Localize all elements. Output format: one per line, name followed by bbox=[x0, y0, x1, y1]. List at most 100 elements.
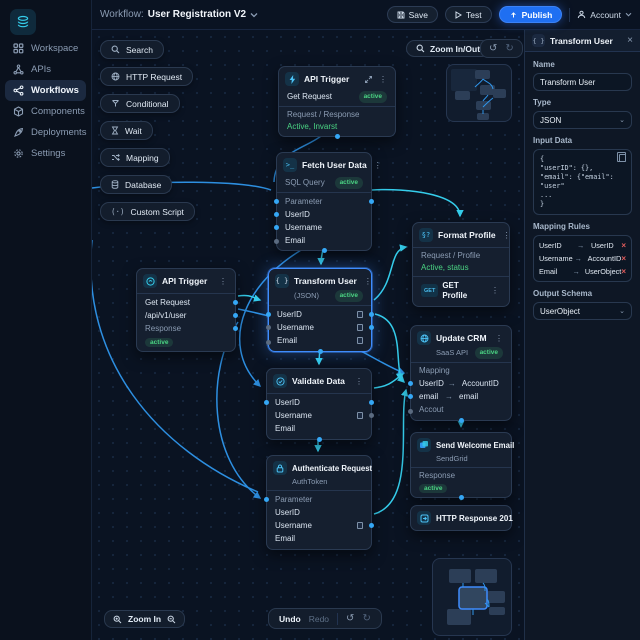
node-format-profile[interactable]: §? Format Profile ⋮ Request / Profile Ac… bbox=[412, 222, 511, 307]
type-select[interactable]: JSON ⌄ bbox=[533, 111, 632, 129]
globe-icon bbox=[111, 72, 120, 81]
output-port[interactable] bbox=[233, 300, 238, 305]
redo-button[interactable]: Redo bbox=[308, 613, 330, 624]
account-menu[interactable]: Account bbox=[577, 10, 632, 20]
output-port[interactable] bbox=[233, 326, 238, 331]
input-port[interactable] bbox=[266, 325, 271, 330]
workflow-canvas[interactable]: Search HTTP Request Conditional Wait Map… bbox=[92, 30, 524, 640]
mapping-rule-row: Email → UserObject × bbox=[539, 265, 626, 278]
history-controls-bottom: Undo Redo ↺ ↻ bbox=[268, 608, 382, 629]
node-menu-icon[interactable]: ⋮ bbox=[373, 160, 382, 170]
test-label: Test bbox=[465, 9, 482, 20]
delete-rule-icon[interactable]: × bbox=[621, 267, 626, 276]
app-logo[interactable] bbox=[10, 9, 36, 35]
palette-custom-script[interactable]: (·) Custom Script bbox=[100, 202, 195, 221]
input-data-editor[interactable]: { "userID": {}, "email": {"email": "user… bbox=[533, 149, 632, 215]
input-port[interactable] bbox=[266, 339, 271, 345]
input-port[interactable] bbox=[274, 239, 279, 245]
publish-button[interactable]: Publish bbox=[498, 6, 563, 23]
row-label: Parameter bbox=[275, 494, 313, 504]
output-port[interactable] bbox=[458, 417, 464, 423]
name-label: Name bbox=[533, 60, 555, 69]
output-port[interactable] bbox=[369, 325, 374, 330]
redo-icon[interactable]: ↻ bbox=[505, 43, 514, 54]
output-port[interactable] bbox=[316, 436, 322, 442]
sidebar-item-deployments[interactable]: Deployments bbox=[5, 122, 86, 143]
workflow-title[interactable]: Workflow: User Registration V2 bbox=[100, 9, 258, 20]
zoom-in-out-button[interactable]: Zoom In/Out bbox=[406, 40, 491, 57]
undo-icon[interactable]: ↺ bbox=[346, 613, 355, 624]
components-icon bbox=[13, 106, 24, 117]
sidebar-item-components[interactable]: Components bbox=[5, 101, 86, 122]
input-port[interactable] bbox=[264, 497, 269, 502]
node-validate-data[interactable]: Validate Data ⋮ UserID Username Email bbox=[264, 368, 374, 442]
workflow-icon bbox=[13, 85, 24, 96]
node-api-trigger-left[interactable]: API Trigger ⋮ Get Request /api/v1/user R… bbox=[136, 268, 238, 352]
node-title: Send Welcome Email bbox=[436, 440, 515, 450]
palette-http-request[interactable]: HTTP Request bbox=[100, 67, 194, 86]
node-menu-icon[interactable]: ⋮ bbox=[379, 74, 387, 84]
node-menu-icon[interactable]: ⋮ bbox=[495, 333, 503, 343]
input-port[interactable] bbox=[274, 212, 279, 217]
input-port[interactable] bbox=[408, 408, 413, 414]
input-port[interactable] bbox=[266, 312, 271, 317]
node-menu-icon[interactable]: ⋮ bbox=[363, 276, 372, 286]
palette-conditional[interactable]: Conditional bbox=[100, 94, 180, 113]
map-from: UserID bbox=[539, 241, 562, 250]
zoom-in-button[interactable]: Zoom In bbox=[104, 610, 186, 628]
node-menu-icon[interactable]: ⋮ bbox=[491, 285, 499, 295]
row-label: Get Request bbox=[145, 297, 190, 307]
delete-rule-icon[interactable]: × bbox=[621, 241, 626, 250]
node-transform-user[interactable]: { } Transform User ⋮ (JSON) active UserI… bbox=[266, 268, 374, 354]
node-fetch-user-data[interactable]: >_ Fetch User Data ⋮ SQL Query active Pa… bbox=[274, 152, 382, 253]
node-update-crm[interactable]: Update CRM ⋮ SaaS API active Mapping Use… bbox=[408, 325, 512, 423]
output-port[interactable] bbox=[369, 413, 374, 418]
minimap-bottom[interactable] bbox=[432, 558, 512, 636]
palette-mapping[interactable]: Mapping bbox=[100, 148, 170, 167]
node-menu-icon[interactable]: ⋮ bbox=[355, 376, 363, 386]
divider bbox=[411, 362, 511, 363]
output-port[interactable] bbox=[334, 134, 340, 139]
output-port[interactable] bbox=[369, 312, 374, 317]
node-menu-icon[interactable]: ⋮ bbox=[502, 230, 511, 240]
output-port[interactable] bbox=[321, 247, 327, 253]
output-port[interactable] bbox=[317, 348, 323, 354]
palette-search[interactable]: Search bbox=[100, 40, 164, 59]
sub-node-get-profile[interactable]: GET GET Profile ⋮ bbox=[413, 279, 509, 306]
input-port[interactable] bbox=[408, 381, 413, 386]
node-send-welcome-email[interactable]: Send Welcome Email SendGrid Response act… bbox=[410, 432, 515, 500]
output-port[interactable] bbox=[233, 313, 238, 318]
sidebar-nav: Workspace APIs Workflows Components Depl… bbox=[5, 38, 86, 164]
node-http-response[interactable]: HTTP Response 201 bbox=[410, 505, 513, 531]
node-authenticate-request[interactable]: Authenticate Request AuthToken Parameter… bbox=[264, 455, 374, 550]
output-port[interactable] bbox=[369, 523, 374, 528]
undo-button[interactable]: Undo bbox=[279, 613, 301, 624]
input-port[interactable] bbox=[264, 400, 269, 405]
name-field[interactable]: Transform User bbox=[533, 73, 632, 91]
minimap-top[interactable] bbox=[446, 64, 512, 122]
test-button[interactable]: Test bbox=[444, 6, 492, 23]
input-port[interactable] bbox=[408, 394, 413, 399]
palette-wait[interactable]: Wait bbox=[100, 121, 153, 140]
divider bbox=[413, 276, 509, 277]
node-menu-icon[interactable]: ⋮ bbox=[219, 276, 227, 286]
input-port[interactable] bbox=[274, 199, 279, 204]
palette-database[interactable]: Database bbox=[100, 175, 173, 194]
output-port[interactable] bbox=[369, 400, 374, 405]
output-port[interactable] bbox=[458, 495, 464, 500]
output-schema-select[interactable]: UserObject ⌄ bbox=[533, 302, 632, 320]
redo-icon[interactable]: ↻ bbox=[362, 613, 371, 624]
input-port[interactable] bbox=[274, 225, 279, 230]
delete-rule-icon[interactable]: × bbox=[621, 254, 626, 263]
expand-icon[interactable] bbox=[365, 75, 372, 83]
sidebar-item-apis[interactable]: APIs bbox=[5, 59, 86, 80]
output-port[interactable] bbox=[369, 199, 374, 204]
node-api-trigger-top[interactable]: API Trigger ⋮ Get Request active Request… bbox=[278, 66, 396, 139]
save-button[interactable]: Save bbox=[386, 6, 438, 23]
undo-icon[interactable]: ↺ bbox=[489, 43, 498, 54]
copy-icon[interactable] bbox=[617, 152, 626, 162]
sidebar-item-workflows[interactable]: Workflows bbox=[5, 80, 86, 101]
sidebar-item-settings[interactable]: Settings bbox=[5, 143, 86, 164]
close-icon[interactable]: × bbox=[627, 35, 633, 46]
sidebar-item-workspace[interactable]: Workspace bbox=[5, 38, 86, 59]
